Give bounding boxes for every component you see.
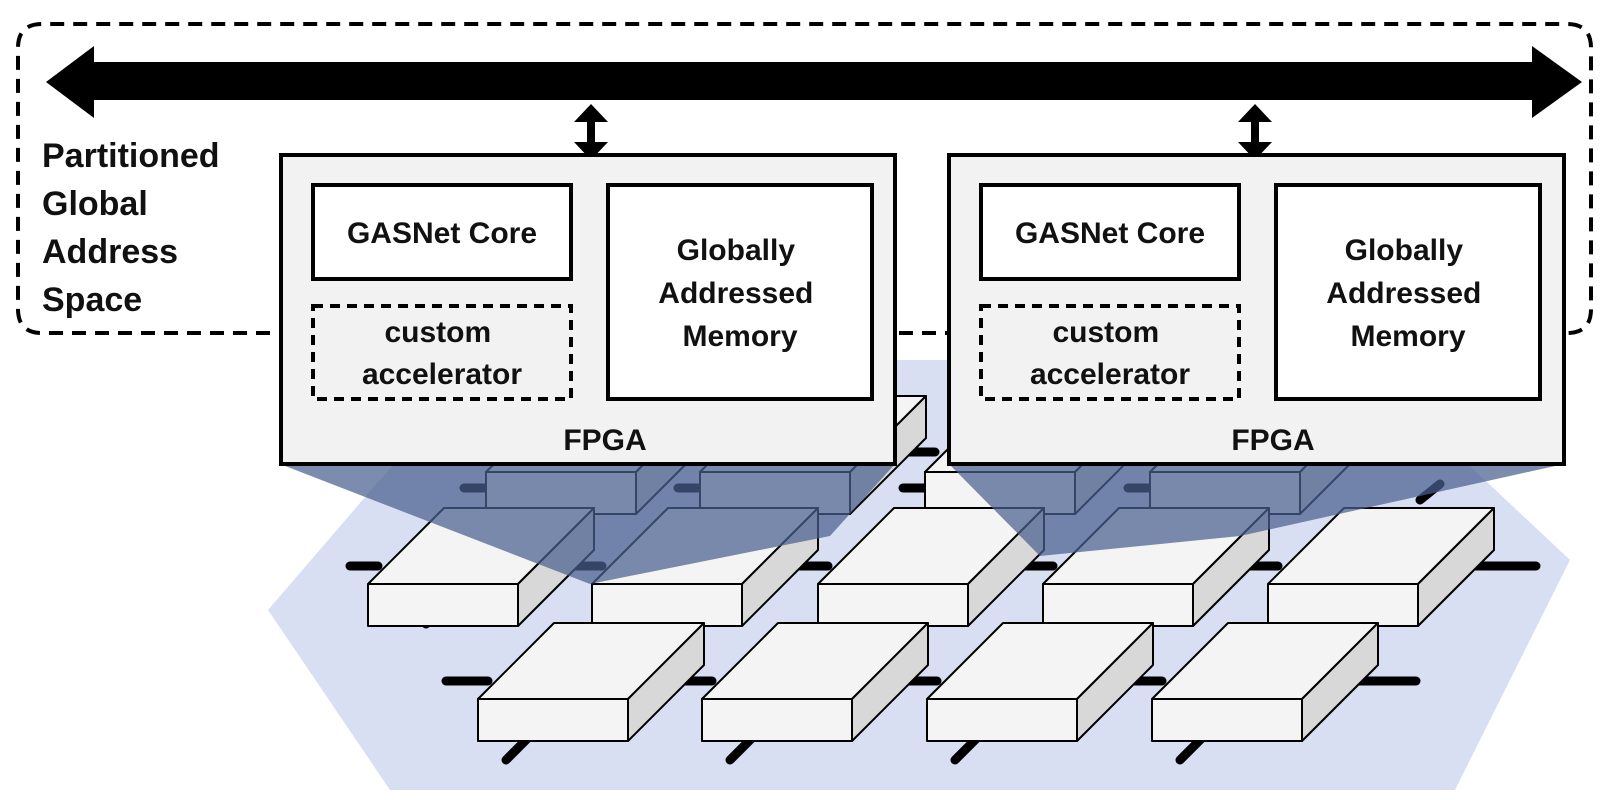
- pgas-boundary: [16, 22, 1593, 335]
- fpga-node-right: GASNet Core custom accelerator Globally …: [947, 153, 1566, 466]
- fpga-node-block: [477, 622, 705, 742]
- node-connector-arrow-left: [574, 104, 608, 160]
- fpga-node-block: [701, 622, 929, 742]
- gasnet-core-box: [311, 183, 573, 281]
- global-memory-label: Globally Addressed Memory: [1326, 234, 1489, 353]
- fpga-node-block: [926, 622, 1154, 742]
- fpga-node-left: GASNet Core custom accelerator Globally …: [279, 153, 897, 466]
- gasnet-core-label: GASNet Core: [1015, 217, 1205, 250]
- pgas-label: Partitioned Global Address Space: [42, 137, 229, 319]
- global-memory-label: Globally Addressed Memory: [658, 234, 821, 353]
- fpga-label: FPGA: [563, 424, 646, 457]
- custom-accelerator-label: custom accelerator: [1030, 316, 1190, 391]
- fpga-node-block: [1267, 507, 1495, 627]
- global-interconnect-arrow: [46, 46, 1582, 118]
- custom-accelerator-box: [311, 304, 573, 401]
- node-connector-arrow-right: [1238, 104, 1272, 160]
- custom-accelerator-label: custom accelerator: [362, 316, 522, 391]
- global-memory-box: [1274, 183, 1542, 401]
- gasnet-core-box: [979, 183, 1241, 281]
- zoom-wedge-left: [280, 464, 895, 584]
- gasnet-core-label: GASNet Core: [347, 217, 537, 250]
- fpga-node-block: [1042, 507, 1270, 627]
- zoom-wedge-right: [949, 464, 1564, 556]
- fpga-label: FPGA: [1231, 424, 1314, 457]
- fpga-node-block: [1151, 622, 1379, 742]
- custom-accelerator-box: [979, 304, 1241, 401]
- global-memory-box: [606, 183, 874, 401]
